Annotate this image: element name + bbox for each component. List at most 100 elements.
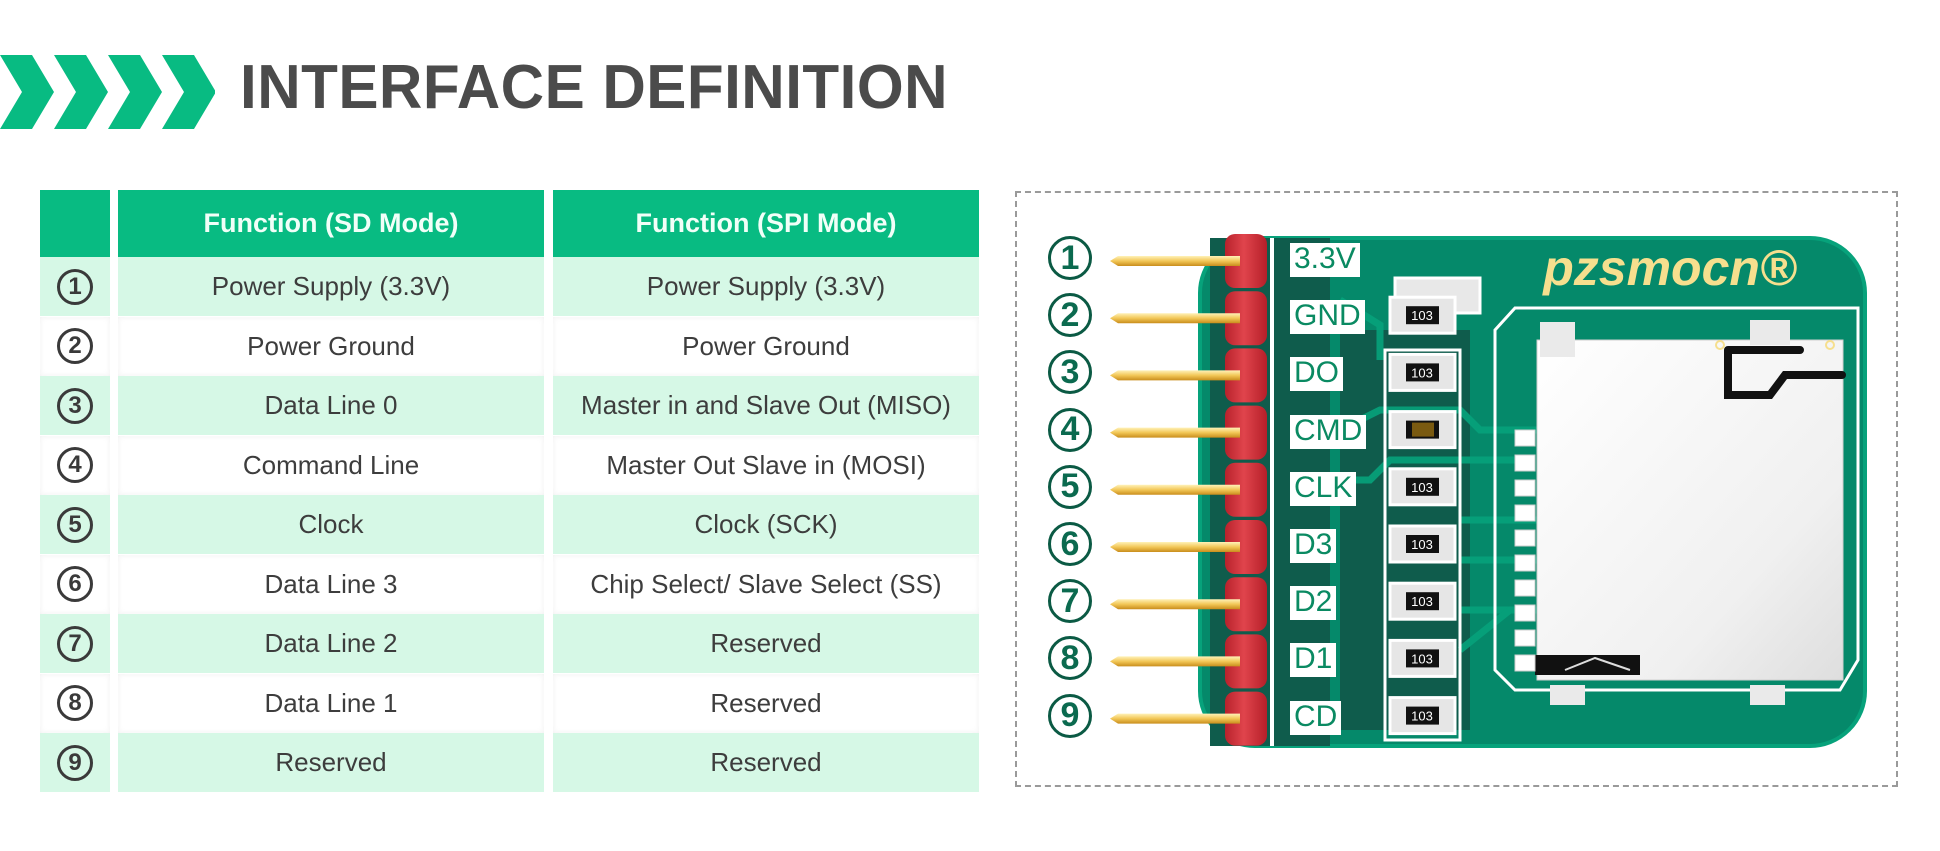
spi-mode-cell: Power Ground — [553, 316, 979, 376]
header-pin — [1110, 313, 1240, 324]
resistor-code: 103 — [1411, 308, 1433, 323]
board-pin-number: 2 — [1048, 293, 1092, 338]
resistor-code: 103 — [1411, 709, 1433, 724]
board-pin-label: 3.3V — [1290, 243, 1360, 277]
card-contact — [1514, 454, 1536, 472]
sd-mode-cell: Data Line 3 — [118, 554, 544, 614]
header-segment — [1225, 520, 1267, 574]
pin-cell: 6 — [40, 554, 110, 614]
sd-mode-cell: Data Line 2 — [118, 614, 544, 673]
pin-cell: 2 — [40, 316, 110, 376]
chevron-arrows-icon — [0, 55, 215, 129]
card-contact — [1514, 554, 1536, 572]
sd-mode-cell: Data Line 0 — [118, 376, 544, 435]
board-pin-label: D3 — [1290, 529, 1337, 563]
resistor-code: 103 — [1411, 651, 1433, 666]
brand-logo: pzsmocn® — [1541, 240, 1797, 296]
sd-mode-cell: Command Line — [118, 435, 544, 495]
sd-card-slot — [1536, 339, 1844, 681]
board-pin-number: 7 — [1048, 579, 1092, 624]
table-row: 3 Data Line 0 Master in and Slave Out (M… — [40, 376, 979, 435]
card-contact — [1514, 479, 1536, 497]
card-contact — [1514, 529, 1536, 547]
card-contact — [1514, 654, 1536, 672]
table-row: 2 Power Ground Power Ground — [40, 316, 979, 376]
card-contact — [1514, 604, 1536, 622]
table-row: 5 Clock Clock (SCK) — [40, 495, 979, 554]
header-segment — [1225, 291, 1267, 346]
header-pin — [1110, 713, 1240, 724]
table-header-pin — [40, 190, 110, 257]
board-pin-label: GND — [1290, 300, 1365, 335]
pin-cell: 9 — [40, 733, 110, 792]
spi-mode-cell: Reserved — [553, 733, 979, 792]
table-row: 9 Reserved Reserved — [40, 733, 979, 792]
board-pin-label: CMD — [1290, 414, 1367, 449]
pin-cell: 5 — [40, 495, 110, 554]
resistor: 103 — [1388, 352, 1457, 392]
spi-mode-cell: Reserved — [553, 614, 979, 673]
pin-number-badge: 7 — [57, 625, 93, 662]
pin-number-badge: 3 — [57, 387, 93, 424]
header-segment — [1225, 234, 1267, 288]
header-pin — [1110, 484, 1240, 495]
spi-mode-cell: Chip Select/ Slave Select (SS) — [553, 554, 979, 614]
card-contact — [1514, 504, 1536, 522]
resistor-code: 103 — [1411, 594, 1433, 609]
spi-mode-cell: Master Out Slave in (MOSI) — [553, 435, 979, 495]
board-pin-label: CD — [1290, 700, 1342, 735]
pin-cell: 1 — [40, 257, 110, 316]
board-pin-number: 9 — [1048, 693, 1092, 738]
pin-cell: 3 — [40, 376, 110, 435]
card-contact — [1514, 579, 1536, 597]
table-header-sd-mode: Function (SD Mode) — [118, 190, 544, 257]
page-title: INTERFACE DEFINITION — [240, 53, 949, 122]
header-segment — [1225, 405, 1267, 460]
pin-number-badge: 2 — [57, 328, 93, 364]
resistor: 103 — [1388, 638, 1457, 678]
resistor: 103 — [1388, 696, 1457, 736]
resistor: 103 — [1388, 581, 1457, 621]
pin-number-badge: 6 — [57, 566, 93, 602]
header-pin — [1110, 599, 1240, 610]
table-header-spi-mode: Function (SPI Mode) — [553, 190, 979, 257]
spi-mode-cell: Reserved — [553, 673, 979, 733]
board-pin-label: CLK — [1290, 471, 1357, 506]
pin-number-badge: 1 — [57, 268, 93, 305]
resistor — [1388, 410, 1457, 450]
pin-number-badge: 5 — [57, 506, 93, 543]
header-pin — [1110, 542, 1240, 552]
pin-number-badge: 8 — [57, 685, 93, 721]
sd-mode-cell: Power Ground — [118, 316, 544, 376]
board-pin-number: 1 — [1048, 236, 1092, 280]
card-contact — [1514, 429, 1536, 447]
table-row: 8 Data Line 1 Reserved — [40, 673, 979, 733]
resistor: 103 — [1388, 295, 1457, 335]
sd-mode-cell: Power Supply (3.3V) — [118, 257, 544, 316]
board-pin-label: D1 — [1290, 643, 1337, 678]
header-pin — [1110, 427, 1240, 438]
card-contact — [1514, 629, 1536, 647]
sd-mode-cell: Clock — [118, 495, 544, 554]
board-pin-number: 5 — [1048, 464, 1092, 509]
table-row: 6 Data Line 3 Chip Select/ Slave Select … — [40, 554, 979, 614]
board-pin-label: DO — [1290, 357, 1343, 392]
board-pin-number: 6 — [1048, 522, 1092, 566]
sd-mode-cell: Data Line 1 — [118, 673, 544, 733]
spi-mode-cell: Master in and Slave Out (MISO) — [553, 376, 979, 435]
pin-cell: 7 — [40, 614, 110, 673]
header-pin — [1110, 656, 1240, 667]
pin-cell: 8 — [40, 673, 110, 733]
table-row: 1 Power Supply (3.3V) Power Supply (3.3V… — [40, 257, 979, 316]
pin-number-badge: 9 — [57, 744, 93, 781]
board-pin-number: 8 — [1048, 636, 1092, 681]
sd-mode-cell: Reserved — [118, 733, 544, 792]
resistor: 103 — [1388, 467, 1457, 507]
header-segment — [1225, 634, 1267, 689]
pin-cell: 4 — [40, 435, 110, 495]
spi-mode-cell: Clock (SCK) — [553, 495, 979, 554]
resistor: 103 — [1388, 524, 1457, 564]
spi-mode-cell: Power Supply (3.3V) — [553, 257, 979, 316]
board-diagram-frame — [1015, 191, 1898, 787]
header-segment — [1225, 462, 1267, 517]
